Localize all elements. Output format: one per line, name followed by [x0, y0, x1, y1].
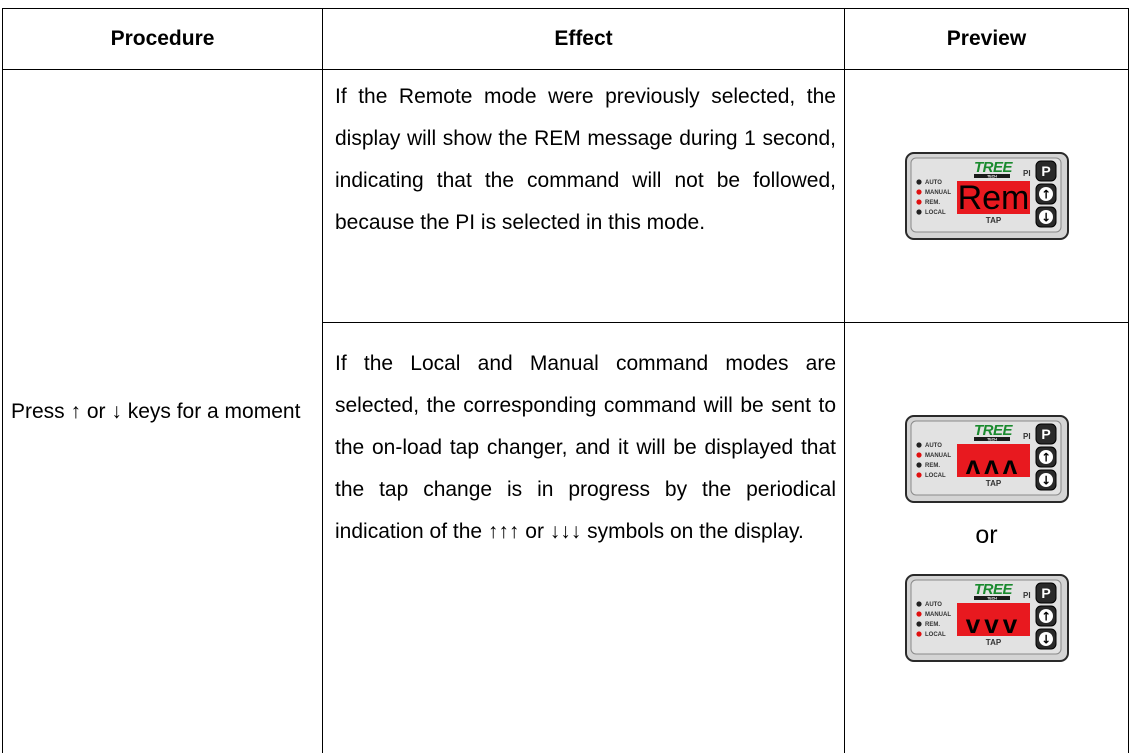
led-local-indicator — [916, 472, 921, 477]
led-auto-indicator — [916, 442, 921, 447]
led-label: AUTO — [925, 180, 942, 186]
display-readout: ʌʌʌ — [965, 450, 1020, 480]
model-label: PI — [1023, 169, 1031, 178]
led-local-indicator — [916, 209, 921, 214]
display-readout: vvv — [965, 609, 1020, 639]
brand-logo: TREE — [974, 159, 1014, 176]
led-label: MANUAL — [925, 190, 951, 196]
header-row: Procedure Effect Preview — [3, 9, 1129, 70]
led-manual-indicator — [916, 452, 921, 457]
led-label: LOCAL — [925, 473, 946, 479]
effect-local-cell: If the Local and Manual command modes ar… — [323, 323, 845, 753]
brand-subtext: TECH — [987, 437, 997, 441]
procedure-cell: Press ↑ or ↓ keys for a moment — [3, 70, 323, 753]
key-p-label: P — [1041, 585, 1050, 601]
led-label: AUTO — [925, 602, 942, 608]
effect-remote-cell: If the Remote mode were previously selec… — [323, 70, 845, 323]
arrow-up-icon: ↑ — [1040, 450, 1050, 464]
brand-logo: TREE — [974, 581, 1014, 598]
led-label: AUTO — [925, 443, 942, 449]
led-rem-indicator — [916, 199, 921, 204]
led-auto-indicator — [916, 179, 921, 184]
led-label: REM. — [925, 200, 940, 206]
led-label: MANUAL — [925, 453, 951, 459]
led-label: LOCAL — [925, 210, 946, 216]
led-manual-indicator — [916, 611, 921, 616]
key-p-label: P — [1041, 426, 1050, 442]
led-label: LOCAL — [925, 632, 946, 638]
led-label: MANUAL — [925, 612, 951, 618]
led-manual-indicator — [916, 189, 921, 194]
brand-subtext: TECH — [987, 596, 997, 600]
tap-label: TAP — [985, 216, 1001, 225]
led-rem-indicator — [916, 462, 921, 467]
led-label: REM. — [925, 463, 940, 469]
arrow-up-icon: ↑ — [1040, 609, 1050, 623]
led-local-indicator — [916, 631, 921, 636]
tap-label: TAP — [985, 638, 1001, 647]
brand-logo: TREE — [974, 422, 1014, 439]
arrow-down-icon: ↓ — [1040, 211, 1050, 225]
brand-subtext: TECH — [987, 175, 997, 179]
arrow-down-icon: ↓ — [1040, 473, 1050, 487]
header-effect: Effect — [323, 9, 845, 70]
model-label: PI — [1023, 591, 1031, 600]
or-label: or — [845, 521, 1128, 550]
model-label: PI — [1023, 432, 1031, 441]
key-p-label: P — [1041, 163, 1050, 179]
led-rem-indicator — [916, 621, 921, 626]
led-label: REM. — [925, 622, 940, 628]
arrow-down-icon: ↓ — [1040, 632, 1050, 646]
table-row: Press ↑ or ↓ keys for a moment If the Re… — [3, 70, 1129, 323]
tap-label: TAP — [985, 479, 1001, 488]
procedure-table: Procedure Effect Preview Press ↑ or ↓ ke… — [2, 8, 1129, 753]
display-readout: Rem — [957, 179, 1029, 217]
header-procedure: Procedure — [3, 9, 323, 70]
led-auto-indicator — [916, 601, 921, 606]
arrow-up-icon: ↑ — [1040, 188, 1050, 202]
header-preview: Preview — [845, 9, 1129, 70]
